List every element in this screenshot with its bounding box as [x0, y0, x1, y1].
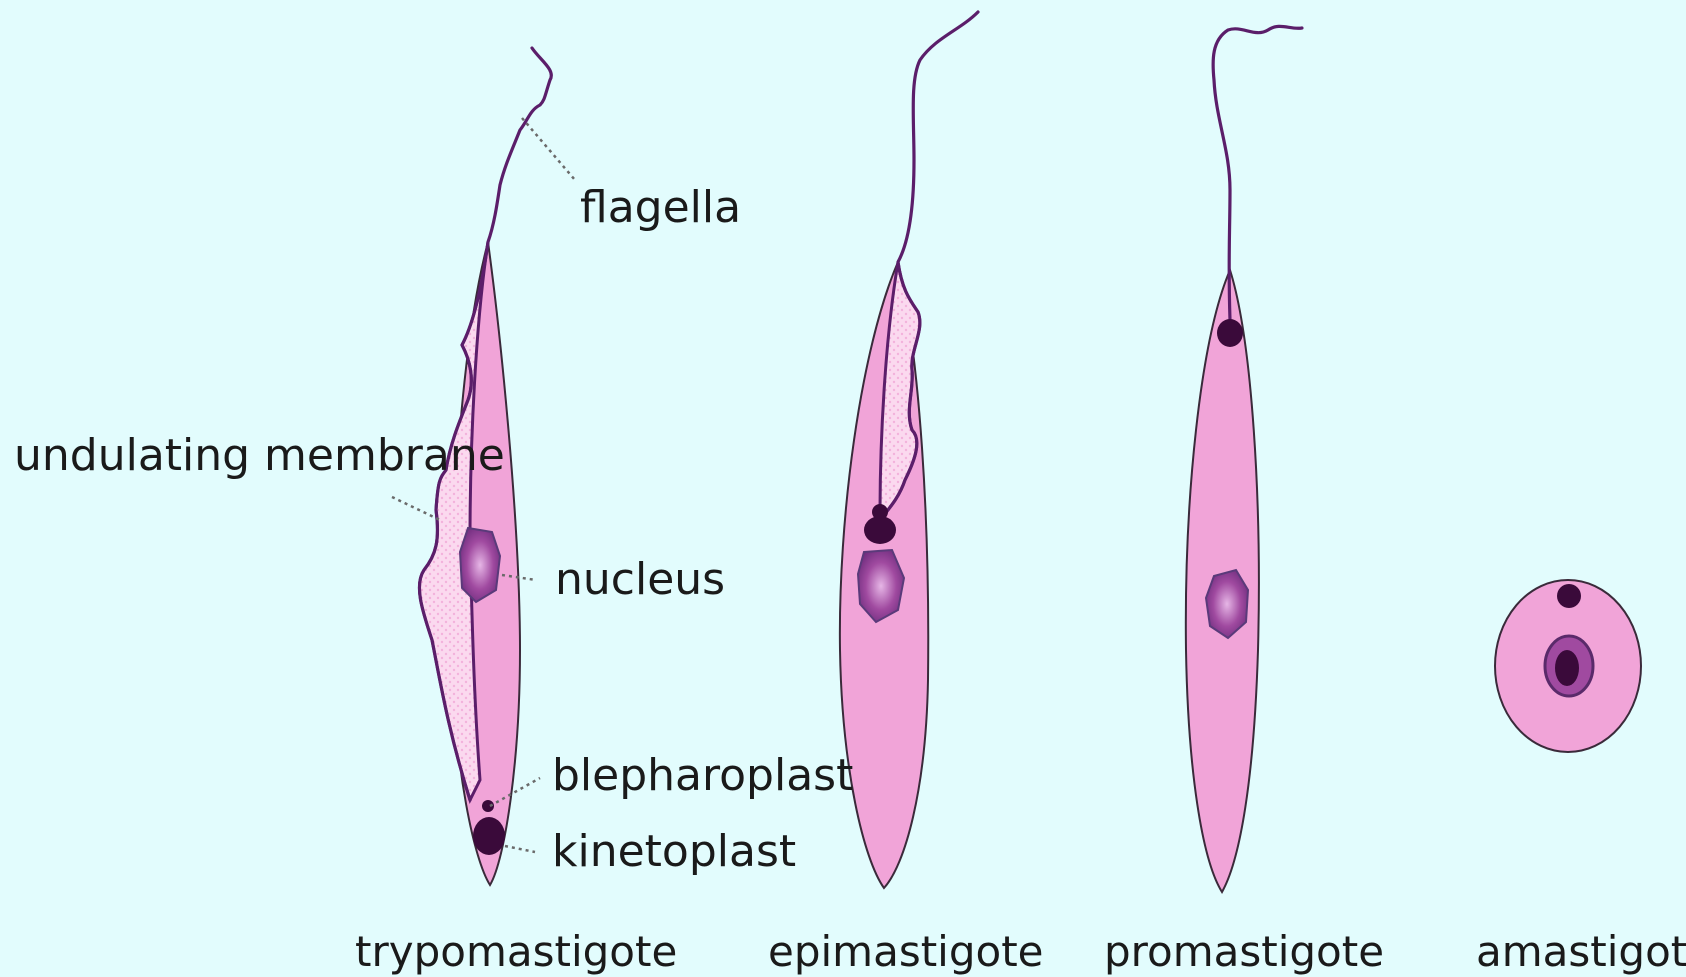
amastigote-nucleolus — [1555, 650, 1579, 686]
stage-label-epimastigote: epimastigote — [768, 927, 1044, 976]
label-nucleus: nucleus — [555, 554, 725, 605]
kinetoplast-leader-line — [505, 846, 535, 852]
undulating-membrane-leader-line — [392, 497, 440, 520]
amastigote-kinetoplast — [1557, 584, 1581, 608]
stage-label-trypomastigote: trypomastigote — [355, 927, 677, 976]
promastigote-cell — [1186, 26, 1302, 892]
label-undulating-membrane: undulating membrane — [14, 430, 505, 481]
label-blepharoplast: blepharoplast — [552, 750, 853, 801]
label-kinetoplast: kinetoplast — [552, 826, 796, 877]
stage-label-amastigote: amastigote — [1476, 927, 1686, 976]
trypomastigote-kinetoplast — [473, 817, 505, 855]
epimastigote-cell — [840, 12, 978, 888]
amastigote-cell — [1495, 580, 1641, 752]
trypomastigote-nucleus — [460, 528, 500, 602]
label-flagella: flagella — [580, 182, 741, 233]
stage-label-promastigote: promastigote — [1104, 927, 1384, 976]
promastigote-flagellum — [1213, 26, 1302, 320]
promastigote-kinetoplast — [1217, 319, 1243, 347]
epimastigote-kinetoplast — [864, 516, 896, 544]
flagella-leader-line — [522, 118, 575, 180]
